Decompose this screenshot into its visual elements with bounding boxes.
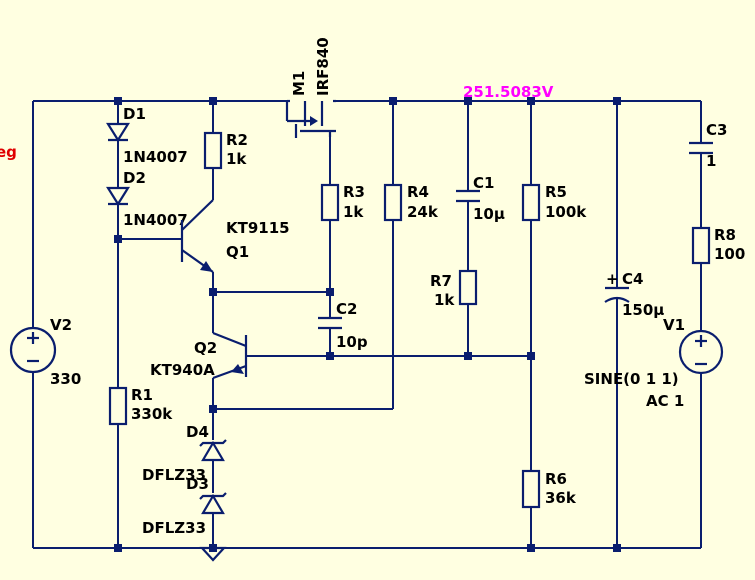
R7-value: 1k (434, 291, 455, 309)
C2-value: 10p (336, 333, 368, 351)
V1-ref: V1 (663, 316, 685, 334)
resistor-R3[interactable]: R3 1k (320, 183, 365, 222)
transistor-Q2[interactable]: Q2 KT940A (150, 331, 248, 380)
R5-value: 100k (545, 203, 587, 221)
capacitor-C2[interactable]: C2 10p (318, 300, 368, 351)
C4-plus-sign: + (606, 270, 619, 288)
D3-ref: D3 (186, 475, 209, 493)
Q2-value: KT940A (150, 361, 215, 379)
R6-ref: R6 (545, 470, 567, 488)
voltage-source-V2[interactable]: V2 330 (9, 316, 81, 388)
capacitor-C4[interactable]: + C4 150µ (604, 270, 664, 319)
partial-text-label: eg (0, 143, 17, 161)
transistor-Q1[interactable]: KT9115 Q1 (180, 199, 290, 273)
ground-symbol (199, 546, 227, 562)
R8-ref: R8 (714, 226, 736, 244)
R1-value: 330k (131, 405, 173, 423)
R2-ref: R2 (226, 131, 248, 149)
C3-ref: C3 (706, 121, 727, 139)
D1-ref: D1 (123, 105, 146, 123)
diode-D1[interactable]: D1 1N4007 (106, 105, 188, 166)
D2-value: 1N4007 (123, 211, 188, 229)
M1-ref: M1 (290, 71, 308, 96)
mosfet-M1[interactable]: M1 IRF840 (285, 37, 336, 138)
C4-value: 150µ (622, 301, 664, 319)
resistor-R2[interactable]: R2 1k (203, 131, 248, 170)
R4-ref: R4 (407, 183, 429, 201)
D1-value: 1N4007 (123, 148, 188, 166)
C1-ref: C1 (473, 174, 494, 192)
resistor-R5[interactable]: R5 100k (521, 183, 587, 222)
C1-value: 10µ (473, 205, 505, 223)
Q1-value: KT9115 (226, 219, 290, 237)
C3-value: 1 (706, 152, 716, 170)
capacitor-C1[interactable]: C1 10µ (456, 174, 505, 223)
R3-ref: R3 (343, 183, 365, 201)
resistor-R1[interactable]: R1 330k (108, 386, 173, 426)
zener-D3[interactable]: D3 DFLZ33 (142, 475, 227, 537)
zener-D4[interactable]: D4 DFLZ33 (142, 423, 227, 484)
voltage-source-V1[interactable]: V1 SINE(0 1 1) AC 1 (584, 316, 724, 410)
C4-ref: C4 (622, 270, 643, 288)
resistor-R8[interactable]: R8 100 (691, 226, 745, 265)
probe-voltage-label: 251.5083V (463, 83, 554, 101)
R6-value: 36k (545, 489, 577, 507)
V2-value: 330 (50, 370, 81, 388)
R2-value: 1k (226, 150, 247, 168)
D4-ref: D4 (186, 423, 209, 441)
D3-value: DFLZ33 (142, 519, 206, 537)
diode-D2[interactable]: D2 1N4007 (106, 169, 188, 229)
resistor-R7[interactable]: R7 1k (430, 269, 478, 309)
R7-ref: R7 (430, 272, 452, 290)
R5-ref: R5 (545, 183, 567, 201)
capacitor-C3[interactable]: C3 1 (689, 121, 727, 170)
R4-value: 24k (407, 203, 439, 221)
resistor-R4[interactable]: R4 24k (383, 183, 439, 222)
V2-ref: V2 (50, 316, 72, 334)
resistor-R6[interactable]: R6 36k (521, 469, 577, 509)
D2-ref: D2 (123, 169, 146, 187)
C2-ref: C2 (336, 300, 357, 318)
wires (32, 100, 702, 549)
Q1-ref: Q1 (226, 243, 249, 261)
D4-value: DFLZ33 (142, 466, 206, 484)
R3-value: 1k (343, 203, 364, 221)
M1-value: IRF840 (314, 37, 332, 96)
R8-value: 100 (714, 245, 745, 263)
V1-ac-spec: AC 1 (646, 392, 684, 410)
V1-value: SINE(0 1 1) (584, 370, 679, 388)
Q2-ref: Q2 (194, 339, 217, 357)
R1-ref: R1 (131, 386, 153, 404)
